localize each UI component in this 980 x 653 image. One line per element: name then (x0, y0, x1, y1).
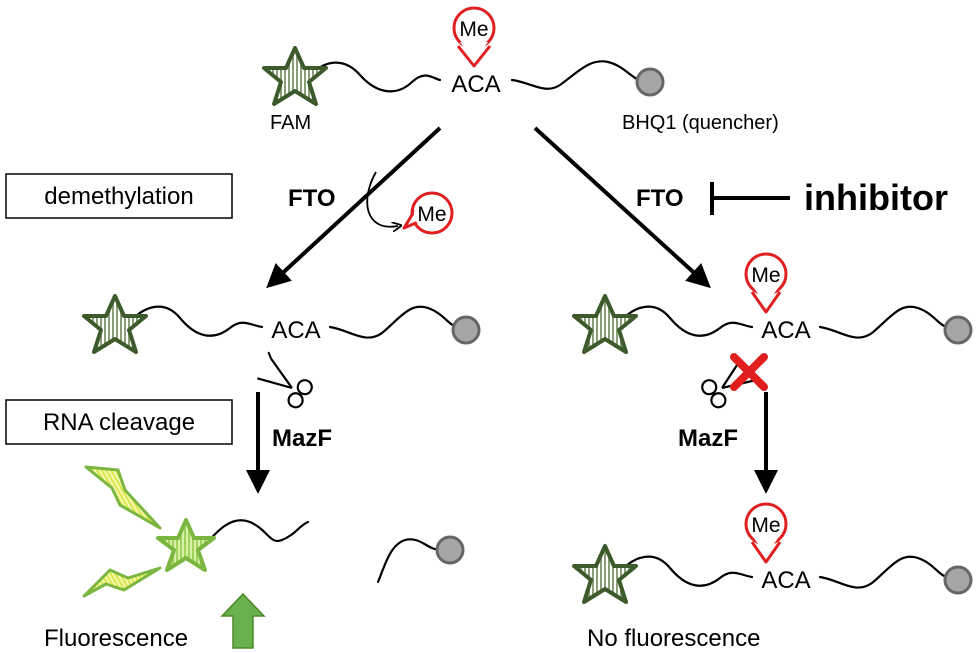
methyl-bubble: Me (452, 6, 496, 68)
quencher-ball-icon (451, 315, 481, 345)
fam-star-icon (572, 294, 638, 354)
quencher-ball-icon (943, 315, 973, 345)
step-box-demethylation: demethylation (5, 173, 233, 219)
arrow-demethylation (266, 126, 442, 289)
methyl-release-arrow (366, 171, 398, 227)
scissors-icon (256, 351, 313, 409)
inhibition-symbol (710, 182, 790, 215)
bright-fam-star-icon (156, 518, 216, 572)
fam-star-icon (572, 544, 638, 604)
step-cleavage-label: RNA cleavage (43, 409, 195, 436)
released-methyl-bubble: Me (402, 191, 454, 235)
step-box-cleavage: RNA cleavage (5, 399, 233, 445)
substrate-methylated: ACA Me (572, 252, 973, 354)
cross-icon (730, 353, 768, 391)
fto-label-left: FTO (288, 185, 336, 212)
substrate-top: ACA Me FAM BHQ1 (quencher) (262, 6, 779, 134)
quencher-ball-icon (943, 565, 973, 595)
motif-label: ACA (451, 71, 500, 98)
fto-label-right: FTO (636, 185, 684, 212)
scissors-icon (701, 360, 754, 409)
rna-strand-left (306, 61, 442, 93)
motif-label: ACA (761, 317, 810, 344)
rna-strand-right (510, 60, 647, 90)
step-demethylation-label: demethylation (44, 183, 193, 210)
motif-label: ACA (271, 317, 320, 344)
methyl-label: Me (751, 264, 780, 287)
quencher-ball-icon (635, 67, 665, 97)
methyl-label: Me (751, 514, 780, 537)
motif-label: ACA (761, 567, 810, 594)
no-fluorescence-label: No fluorescence (587, 625, 760, 652)
lightning-bolt-icon (82, 566, 162, 598)
fam-star-icon (262, 46, 328, 106)
substrate-demethylated: ACA (82, 294, 481, 354)
up-arrow-icon (220, 592, 266, 649)
methyl-bubble: Me (744, 502, 788, 564)
arrow-inhibited (533, 126, 711, 289)
lightning-bolt-icon (84, 465, 162, 530)
quencher-label: BHQ1 (quencher) (622, 112, 779, 134)
cleaved-products (156, 518, 465, 584)
methyl-bubble: Me (744, 252, 788, 314)
inhibitor-label: inhibitor (804, 177, 948, 218)
fam-star-icon (82, 294, 148, 354)
fluorescence-label: Fluorescence (44, 625, 188, 652)
mazf-label-right: MazF (678, 425, 738, 452)
quencher-ball-icon (435, 535, 465, 565)
methyl-label: Me (459, 18, 488, 41)
substrate-uncleaved: ACA Me (572, 502, 973, 604)
fam-label: FAM (270, 112, 311, 134)
mazf-label-left: MazF (272, 425, 332, 452)
released-methyl-label: Me (417, 203, 446, 226)
